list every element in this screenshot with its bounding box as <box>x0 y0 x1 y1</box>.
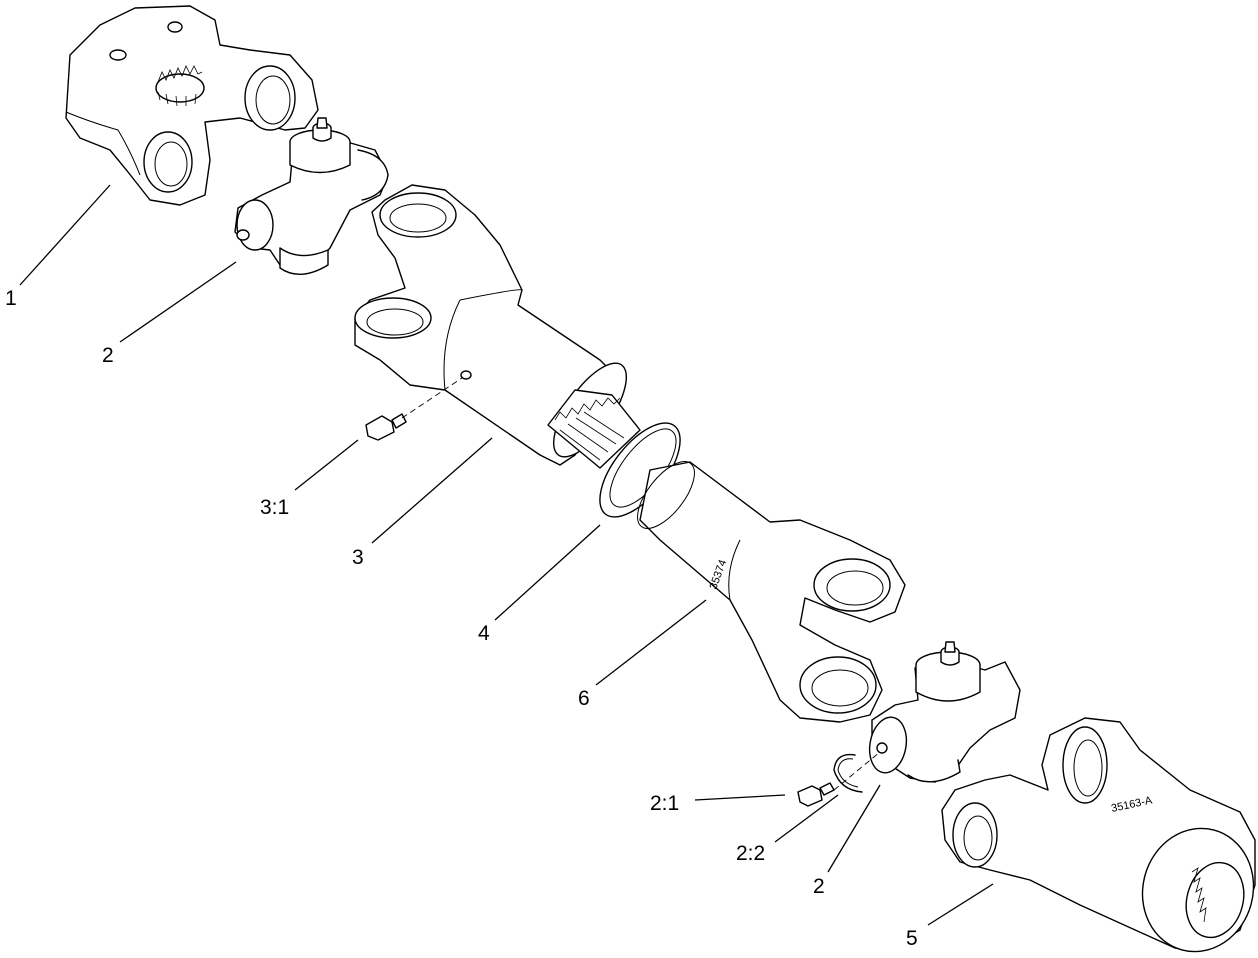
callout-3-1: 3:1 <box>260 496 289 519</box>
callout-1: 1 <box>5 287 17 310</box>
assembly-lines <box>401 377 881 791</box>
callout-2-1: 2:1 <box>650 792 679 815</box>
callout-3: 3 <box>352 546 364 569</box>
part-1-end-yoke <box>65 5 319 206</box>
part-6-inner-tube-yoke <box>637 461 906 723</box>
leader-lines <box>19 184 994 926</box>
part-2-1-grease-fitting <box>797 782 835 807</box>
part-3-1-grease-fitting <box>365 413 407 441</box>
part-4-splined-shaft <box>547 389 641 469</box>
callout-2-upper: 2 <box>102 344 114 367</box>
part-2-2-snap-ring <box>833 753 863 793</box>
part-5-hub-yoke <box>941 717 1256 953</box>
callout-4: 4 <box>478 622 490 645</box>
callout-5: 5 <box>906 927 918 950</box>
part-2-universal-joint-upper <box>234 117 389 275</box>
part-2-universal-joint-lower <box>868 641 1021 783</box>
callout-2-lower: 2 <box>813 875 825 898</box>
callout-6: 6 <box>578 687 590 710</box>
callout-2-2: 2:2 <box>736 842 765 865</box>
